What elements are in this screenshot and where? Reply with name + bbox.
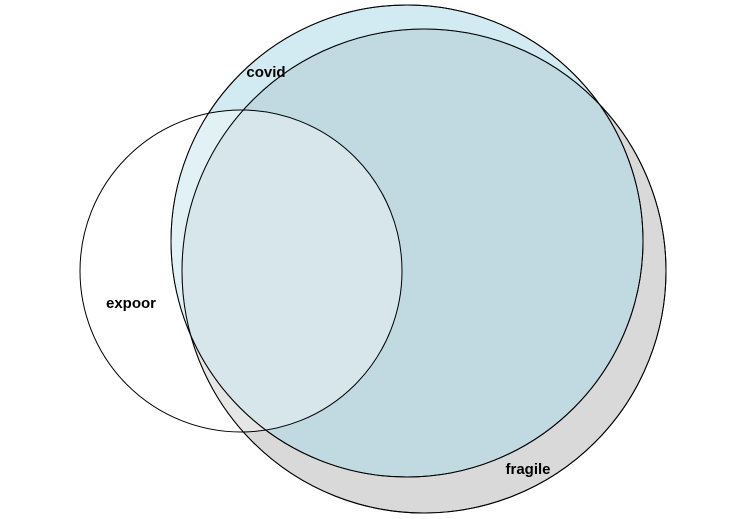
label-fragile: fragile [505,461,550,478]
set-expoor-circle [79,109,403,433]
label-expoor: expoor [106,295,156,312]
set-covid-outline [170,4,644,478]
label-covid: covid [246,64,285,81]
set-fragile-outline [181,28,667,514]
